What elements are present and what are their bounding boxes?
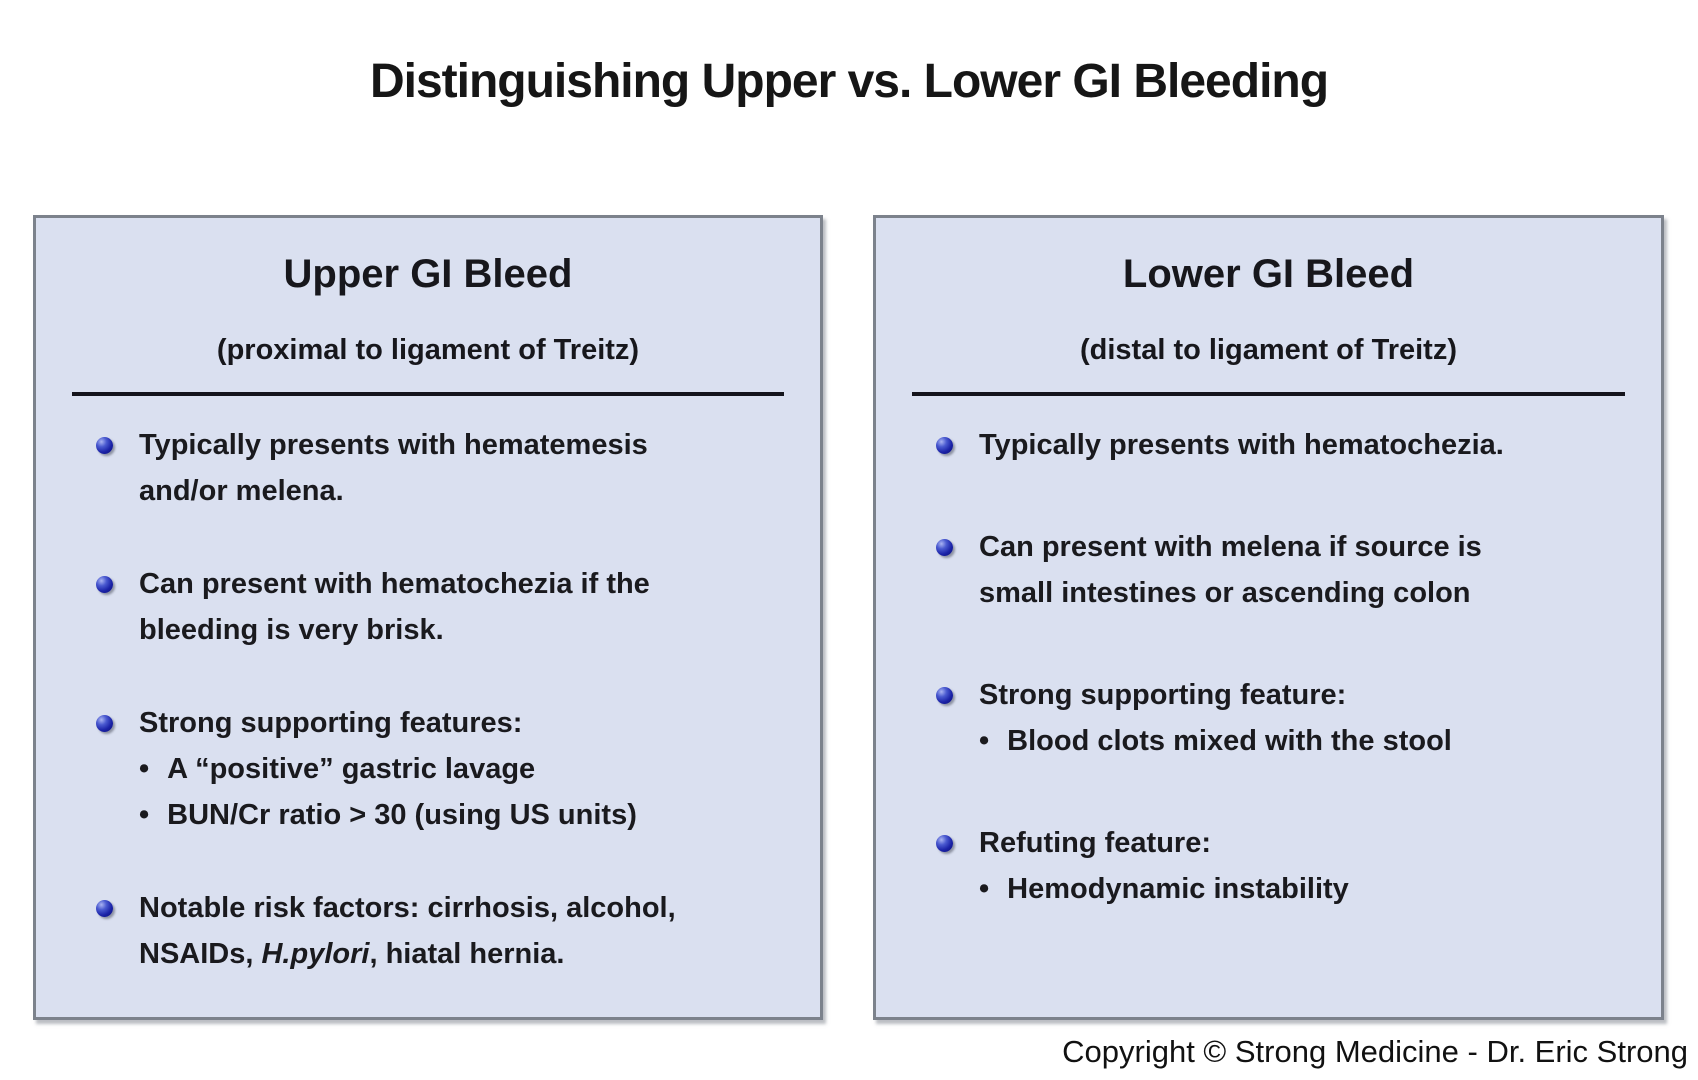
bullet-sphere-icon bbox=[936, 539, 953, 556]
bullet-sphere-icon bbox=[936, 835, 953, 852]
bullet-sphere-icon bbox=[936, 687, 953, 704]
sub-bullet-text: BUN/Cr ratio > 30 (using US units) bbox=[167, 799, 637, 831]
bullet-item: Can present with hematochezia if the ble… bbox=[96, 561, 794, 653]
bullet-line-suffix: , hiatal hernia. bbox=[369, 938, 565, 970]
sub-bullet-item: Hemodynamic instability bbox=[979, 866, 1349, 912]
bullet-sphere-icon bbox=[936, 437, 953, 454]
bullet-line: Refuting feature: bbox=[979, 827, 1211, 859]
lower-gi-heading: Lower GI Bleed bbox=[1122, 252, 1415, 296]
dot-bullet-icon bbox=[979, 718, 989, 764]
bullet-sphere-icon bbox=[96, 900, 113, 917]
bullet-sphere-icon bbox=[96, 576, 113, 593]
divider-line bbox=[912, 392, 1625, 396]
bullet-item: Typically presents with hematemesis and/… bbox=[96, 422, 794, 514]
bullet-line: Can present with hematochezia if the bbox=[139, 568, 650, 600]
bullet-item: Notable risk factors: cirrhosis, alcohol… bbox=[96, 885, 794, 977]
upper-gi-bullet-list: Typically presents with hematemesis and/… bbox=[36, 422, 820, 977]
sub-bullet-item: BUN/Cr ratio > 30 (using US units) bbox=[139, 792, 637, 838]
bullet-line: Strong supporting features: bbox=[139, 707, 523, 739]
bullet-line: Strong supporting feature: bbox=[979, 679, 1347, 711]
lower-gi-bullet-list: Typically presents with hematochezia. Ca… bbox=[876, 422, 1661, 912]
bullet-line: Typically presents with hematochezia. bbox=[979, 429, 1504, 461]
bullet-item: Strong supporting feature: Blood clots m… bbox=[936, 672, 1635, 764]
bullet-line: Can present with melena if source is bbox=[979, 531, 1482, 563]
bullet-line: bleeding is very brisk. bbox=[139, 614, 444, 646]
divider-line bbox=[72, 392, 784, 396]
sub-bullet-text: A “positive” gastric lavage bbox=[167, 753, 536, 785]
slide-title: Distinguishing Upper vs. Lower GI Bleedi… bbox=[369, 55, 1329, 108]
sub-bullet-text: Hemodynamic instability bbox=[1007, 873, 1349, 905]
upper-gi-panel: Upper GI Bleed (proximal to ligament of … bbox=[33, 215, 823, 1020]
dot-bullet-icon bbox=[979, 866, 989, 912]
bullet-item: Refuting feature: Hemodynamic instabilit… bbox=[936, 820, 1635, 912]
lower-gi-subheading: (distal to ligament of Treitz) bbox=[1079, 334, 1457, 366]
sub-bullet-text: Blood clots mixed with the stool bbox=[1007, 725, 1452, 757]
dot-bullet-icon bbox=[139, 792, 149, 838]
bullet-line: and/or melena. bbox=[139, 475, 344, 507]
copyright-notice: Copyright © Strong Medicine - Dr. Eric S… bbox=[1062, 1034, 1688, 1069]
lower-gi-panel: Lower GI Bleed (distal to ligament of Tr… bbox=[873, 215, 1664, 1020]
bullet-sphere-icon bbox=[96, 715, 113, 732]
bullet-line-italic-term: H.pylori bbox=[261, 938, 370, 970]
sub-bullet-item: A “positive” gastric lavage bbox=[139, 746, 637, 792]
bullet-line-prefix: NSAIDs, bbox=[139, 938, 262, 970]
upper-gi-subheading: (proximal to ligament of Treitz) bbox=[216, 334, 640, 366]
upper-gi-heading: Upper GI Bleed bbox=[283, 252, 573, 296]
bullet-item: Typically presents with hematochezia. bbox=[936, 422, 1635, 468]
bullet-line: NSAIDs, H.pylori, hiatal hernia. bbox=[139, 931, 676, 977]
sub-bullet-item: Blood clots mixed with the stool bbox=[979, 718, 1452, 764]
bullet-line: Typically presents with hematemesis bbox=[139, 429, 648, 461]
bullet-line: small intestines or ascending colon bbox=[979, 577, 1471, 609]
dot-bullet-icon bbox=[139, 746, 149, 792]
bullet-sphere-icon bbox=[96, 437, 113, 454]
bullet-item: Can present with melena if source is sma… bbox=[936, 524, 1635, 616]
bullet-line: Notable risk factors: cirrhosis, alcohol… bbox=[139, 892, 676, 924]
bullet-item: Strong supporting features: A “positive”… bbox=[96, 700, 794, 838]
